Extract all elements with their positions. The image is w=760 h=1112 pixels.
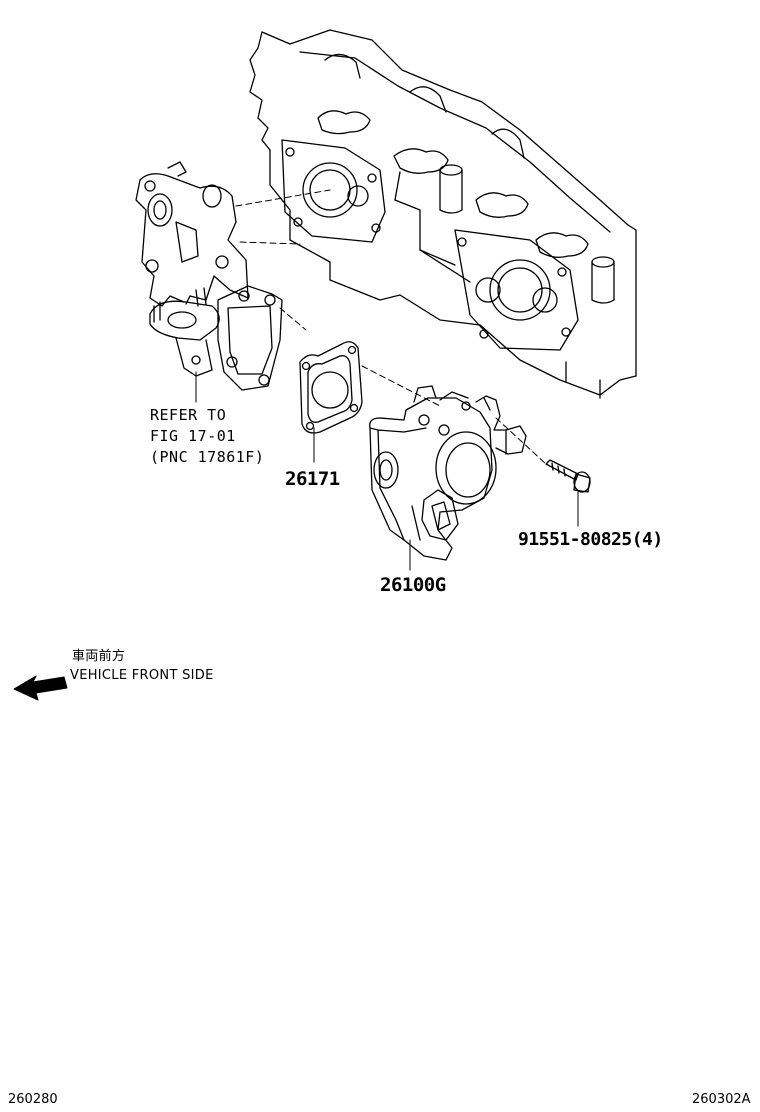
cylinder-head-drawing (249, 29, 637, 399)
leader-lines (195, 371, 579, 571)
figure-code-left: 260280 (8, 1092, 58, 1107)
gasket-part-number[interactable]: 26171 (285, 468, 340, 490)
bolt-part-number[interactable]: 91551-80825(4) (518, 529, 663, 550)
refer-label-line1: REFER TO (150, 406, 227, 424)
assembly-guide-lines (235, 189, 547, 465)
gasket-drawing (299, 341, 363, 434)
figure-code-right: 260302A (692, 1092, 751, 1107)
throttle-body-part-number[interactable]: 26100G (380, 574, 446, 596)
throttle-body-drawing (369, 385, 527, 561)
arrow-left-icon (13, 675, 68, 701)
bolt-drawing (545, 459, 591, 493)
refer-label-line2: FIG 17-01 (150, 427, 236, 445)
intake-bracket-drawing (135, 161, 283, 391)
refer-label-line3: (PNC 17861F) (150, 448, 265, 466)
direction-label-en: VEHICLE FRONT SIDE (70, 668, 214, 683)
direction-label-jp: 車両前方 (72, 649, 126, 664)
